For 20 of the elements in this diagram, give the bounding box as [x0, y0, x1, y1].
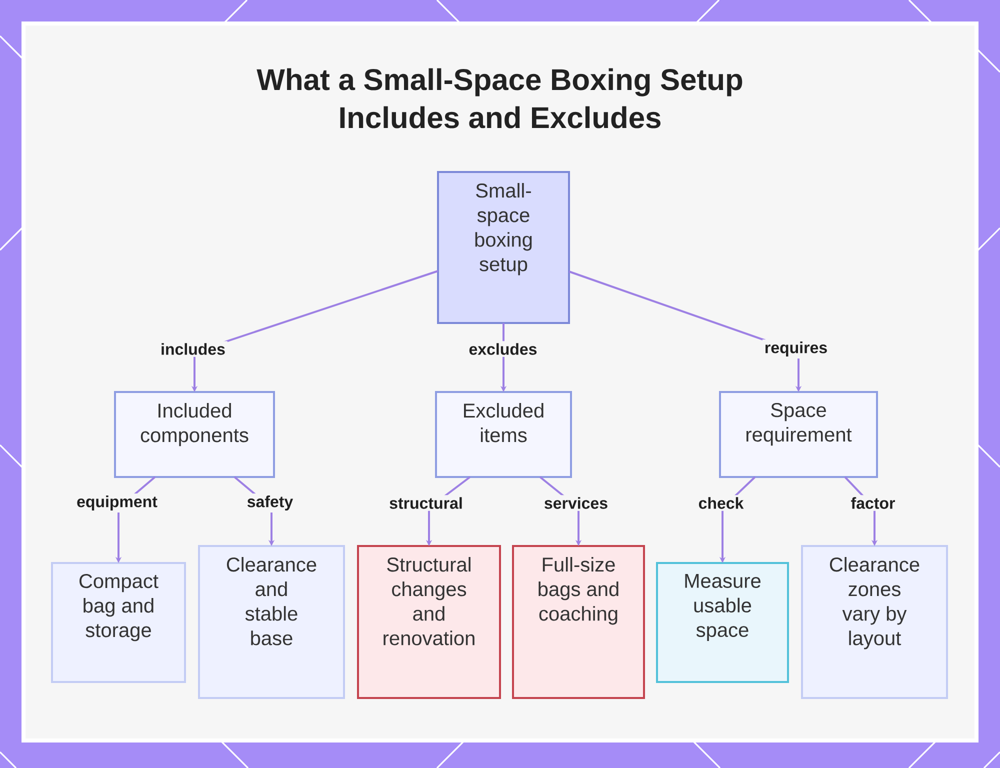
topic-box: Small-space boxing setup: [437, 171, 570, 324]
edge-label: includes: [158, 341, 228, 357]
category-box: Space requirement: [719, 391, 878, 478]
item-box: Structural changes and renovation: [357, 545, 501, 699]
edge-label: equipment: [74, 494, 160, 512]
edge-label: structural: [387, 495, 465, 511]
category-box: Included components: [114, 391, 275, 478]
edge-label: excludes: [466, 341, 540, 357]
edge-label: services: [542, 495, 610, 511]
item-box: Compact bag and storage: [51, 562, 186, 683]
category-box: Excluded items: [435, 391, 572, 478]
title: What a Small-Space Boxing Setup Includes and Excludes: [256, 68, 742, 128]
edge-label: factor: [848, 495, 898, 511]
edge-label: check: [696, 495, 746, 511]
item-box: Full-size bags and coaching: [512, 545, 645, 699]
edge-label: safety: [244, 494, 296, 512]
item-box: Clearance and stable base: [198, 545, 345, 699]
item-box: Clearance zones vary by layout: [801, 545, 948, 699]
edge-label: requires: [762, 340, 830, 358]
item-box: Measure usable space: [656, 562, 789, 683]
